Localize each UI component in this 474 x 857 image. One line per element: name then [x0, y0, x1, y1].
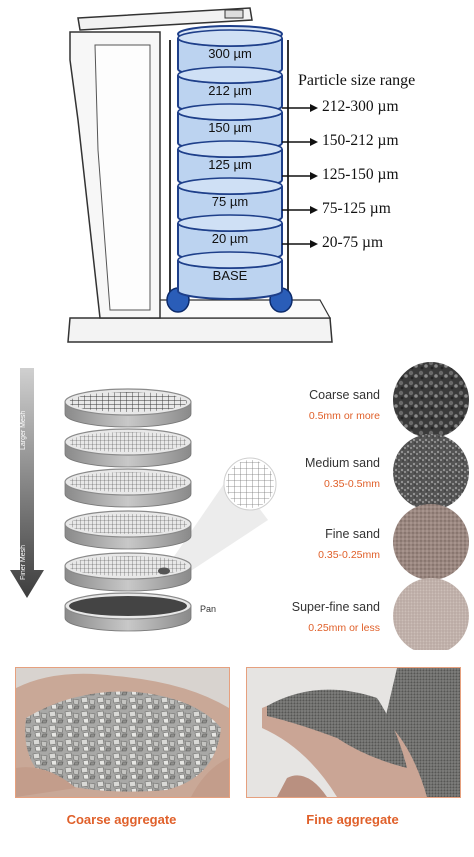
mesh-screen-2 [69, 432, 187, 452]
sand-size-1: 0.5mm or more [308, 410, 380, 422]
particle-size-heading: Particle size range [298, 72, 416, 89]
mesh-zoom-icon [226, 460, 274, 508]
range-label-3: 125-150 µm [322, 166, 399, 183]
range-label-2: 150-212 µm [322, 132, 399, 149]
range-arrow-head-1 [310, 104, 318, 112]
sieve-tray-stack [177, 25, 283, 300]
fine-sand-image [393, 504, 469, 580]
range-label-5: 20-75 µm [322, 234, 384, 251]
tray-label-2: 212 µm [208, 83, 252, 98]
mesh-screen-4 [69, 514, 187, 534]
tray-label-5: 75 µm [211, 194, 249, 209]
tray-label-1: 300 µm [208, 46, 252, 61]
sand-size-3: 0.35-0.25mm [318, 549, 380, 561]
sand-name-1: Coarse sand [309, 388, 380, 402]
sieve-tray-rim-6 [177, 214, 283, 232]
range-arrow-head-2 [310, 138, 318, 146]
tray-label-3: 150 µm [208, 120, 252, 135]
pan-label: Pan [200, 604, 217, 614]
shaker-top-arm [77, 7, 253, 31]
sand-sample-images [393, 362, 469, 650]
shaker-base [67, 317, 333, 343]
sieve-tray-rim-2 [177, 66, 283, 84]
coarse-aggregate-photo [15, 667, 230, 798]
coarse-aggregate-label: Coarse aggregate [66, 812, 177, 827]
range-arrow-head-3 [310, 172, 318, 180]
mesh-size-arrow [10, 368, 44, 598]
range-label-1: 212-300 µm [322, 98, 399, 115]
tray-label-7: BASE [212, 268, 248, 283]
tray-label-6: 20 µm [211, 231, 249, 246]
mesh-screen-3 [69, 472, 187, 492]
sand-name-2: Medium sand [304, 456, 380, 470]
sand-size-4: 0.25mm or less [308, 622, 380, 634]
finer-mesh-label: Finer Mesh [20, 544, 27, 580]
larger-mesh-label: Larger Mesh [20, 410, 27, 450]
mesh-stack-illustration [10, 368, 277, 650]
pan-surface [69, 596, 187, 616]
sand-name-4: Super-fine sand [291, 600, 380, 614]
tray-label-4: 125 µm [208, 157, 252, 172]
clamp-knob [224, 9, 244, 19]
range-arrow-head-5 [310, 240, 318, 248]
medium-sand-image [393, 434, 469, 510]
trapped-particle [158, 567, 170, 575]
mesh-rings [64, 388, 192, 632]
sieve-tray-rim-5 [177, 177, 283, 195]
sieve-shaker-illustration [67, 7, 333, 343]
sieve-tray-rim-3 [177, 103, 283, 121]
sieve-tray-rim-7 [177, 251, 283, 269]
fine-aggregate-photo [246, 667, 461, 798]
sand-name-3: Fine sand [325, 527, 380, 541]
super-fine-sand-image [393, 578, 469, 650]
shaker-column-panel [94, 44, 151, 311]
sieve-tray-rim-4 [177, 140, 283, 158]
sand-size-2: 0.35-0.5mm [323, 478, 380, 490]
range-label-4: 75-125 µm [322, 200, 391, 217]
mesh-screen-5 [69, 556, 187, 576]
coarse-sand-image [393, 362, 469, 438]
range-arrow-head-4 [310, 206, 318, 214]
range-arrows [282, 104, 318, 248]
mesh-screen-1 [69, 392, 187, 412]
fine-aggregate-label: Fine aggregate [306, 812, 399, 827]
sieve-tray-rim-1 [177, 29, 283, 47]
